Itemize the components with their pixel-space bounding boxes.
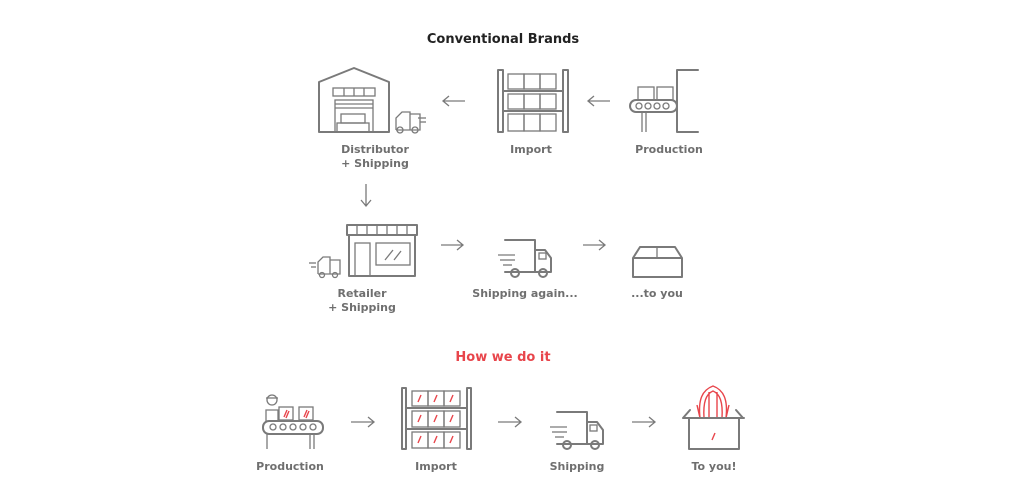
step-label: Production	[256, 460, 324, 473]
step-label: Shipping	[549, 460, 605, 473]
section-title-conventional: Conventional Brands	[426, 32, 580, 47]
step-label: + Shipping	[341, 157, 409, 170]
step-label: + Shipping	[328, 301, 396, 314]
step-label: Retailer	[337, 287, 387, 300]
step-label: Distributor	[341, 143, 409, 156]
step-label: Shipping again...	[472, 287, 578, 300]
section-title-ours: How we do it	[455, 350, 551, 365]
step-label: To you!	[691, 460, 737, 473]
step-label: ...to you	[631, 287, 683, 300]
step-label: Import	[415, 460, 457, 473]
step-label: Production	[635, 143, 703, 156]
step-label: Import	[510, 143, 552, 156]
